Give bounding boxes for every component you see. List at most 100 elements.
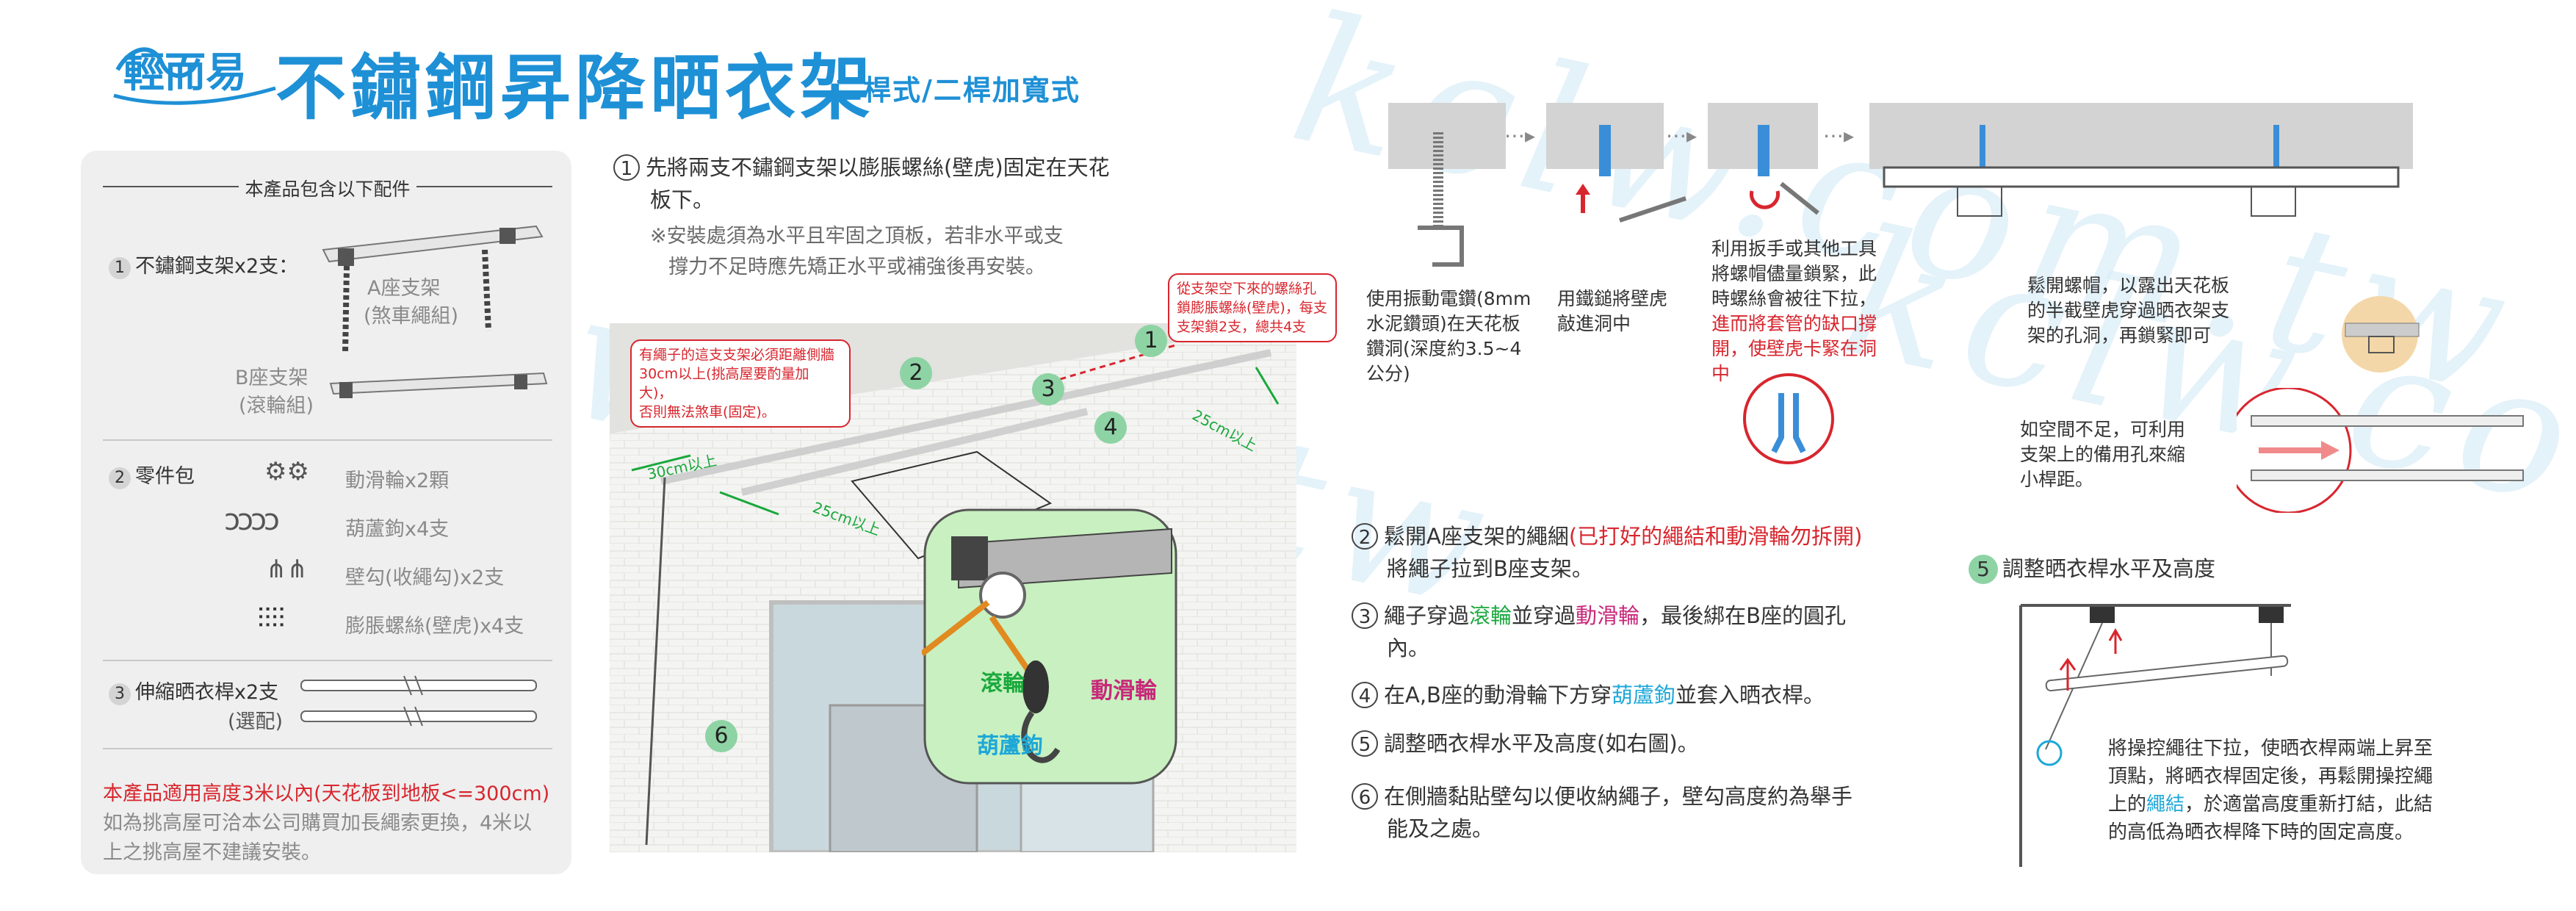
item-label: 伸縮晒衣桿x2支 xyxy=(135,681,279,704)
caption-line: 架的孔洞，再鎖緊即可 xyxy=(2027,325,2212,346)
part-label: 動滑輪x2顆 xyxy=(345,469,450,492)
step-1-note: 撐力不足時應先矯正水平或補強後再安裝。 xyxy=(668,256,1045,278)
part-label: 壁勾(收繩勾)x2支 xyxy=(345,566,505,589)
callout-line: 從支架空下來的螺絲孔 xyxy=(1177,281,1317,297)
bracket-closeup-illustration xyxy=(2342,296,2420,372)
adjust-line: 將操控繩往下拉，使晒衣桿兩端上昇至 xyxy=(2108,738,2434,760)
telescopic-pole-illustration xyxy=(300,675,537,727)
bracket-b-sub: (滾輪組) xyxy=(239,395,314,417)
package-heading: 本產品包含以下配件 xyxy=(103,175,552,201)
callout-line: 支架鎖2支，總共4支 xyxy=(1177,319,1307,335)
sequence-arrow-icon: ⋯▸ xyxy=(1666,123,1698,148)
step-text-highlight: 滾輪 xyxy=(1469,603,1512,628)
caption-line: 如空間不足，可利用 xyxy=(2020,419,2186,440)
callout-line: 否則無法煞車(固定)。 xyxy=(639,404,776,420)
spacing-adjust-illustration xyxy=(2237,388,2524,513)
hammer-step-illustration xyxy=(1546,103,1686,223)
panel-divider xyxy=(103,660,552,661)
caption-line: 使用振動電鑽(8mm xyxy=(1366,288,1531,309)
part-label: 膨脹螺絲(壁虎)x4支 xyxy=(345,615,524,638)
step-text: 調整晒衣桿水平及高度(如右圖)。 xyxy=(1384,731,1699,756)
page-subtitle: 二桿式/二桿加寬式 xyxy=(834,74,1080,107)
adjust-line: 的高低為晒衣桿降下時的固定高度。 xyxy=(2108,821,2414,843)
callout-wall-distance: 有繩子的這支支架必須距離側牆 30cm以上(挑高屋要酌量加大)， 否則無法煞車(… xyxy=(630,339,851,428)
label-hook: 葫蘆鉤 xyxy=(977,733,1043,759)
step-text: 在A,B座的動滑輪下方穿 xyxy=(1384,683,1612,707)
bracket-a-label: A座支架 xyxy=(367,277,441,300)
item-number: 3 xyxy=(109,683,131,705)
bracket-a-sub: (煞車繩組) xyxy=(364,305,459,328)
caption-line: 的半截壁虎穿過晒衣架支 xyxy=(2027,300,2230,321)
mount-caption: 鬆開螺帽，以露出天花板 的半截壁虎穿過晒衣架支 架的孔洞，再鎖緊即可 xyxy=(2027,273,2270,348)
wrench-caption: 利用扳手或其他工具 將螺帽儘量鎖緊，此 時螺絲會被往下拉， 進而將套管的缺口撐 … xyxy=(1711,237,1902,386)
caption-line: 時螺絲會被往下拉， xyxy=(1711,288,1877,309)
photo-step-marker: 3 xyxy=(1032,373,1064,406)
caption-line: 中 xyxy=(1711,363,1731,384)
caption-line: 用鐵鎚將壁虎 xyxy=(1557,288,1668,309)
step-text: 在側牆黏貼壁勾以便收納繩子，壁勾高度約為舉手 xyxy=(1384,784,1853,809)
caption-line: 鬆開螺帽，以露出天花板 xyxy=(2027,275,2230,296)
item-3-sub: (選配) xyxy=(228,710,284,733)
bracket-b-illustration xyxy=(329,372,548,398)
step-6-text-2: 能及之處。 xyxy=(1387,816,1494,841)
adjust-line: 頂點，將晒衣桿固定後，再鬆開操控繩 xyxy=(2108,766,2434,788)
step-number: 5 xyxy=(1352,730,1378,757)
callout-line: 鎖膨脹螺絲(壁虎)，每支 xyxy=(1177,300,1327,316)
step-1-text: 先將兩支不鏽鋼支架以膨脹螺絲(壁虎)固定在天花 xyxy=(646,155,1110,180)
caption-line: 進而將套管的缺口撐 xyxy=(1711,313,1877,334)
caption-line: 敲進洞中 xyxy=(1557,313,1631,334)
hammer-caption: 用鐵鎚將壁虎 敲進洞中 xyxy=(1557,287,1697,336)
step-number: 2 xyxy=(1352,523,1378,550)
step-text: 鬆開A座支架的繩綑 xyxy=(1384,524,1569,549)
photo-step-marker: 1 xyxy=(1135,325,1167,357)
spacing-caption: 如空間不足，可利用 支架上的備用孔來縮 小桿距。 xyxy=(2020,417,2211,492)
adjust-number: 5 xyxy=(1969,555,1998,584)
tall-ceiling-note: 如為挑高屋可洽本公司購買加長繩索更換，4米以 xyxy=(103,812,533,835)
callout-line: 有繩子的這支支架必須距離側牆 xyxy=(639,347,835,363)
photo-step-marker: 2 xyxy=(900,357,932,389)
panel-divider xyxy=(103,748,552,749)
callout-line: 30cm以上(挑高屋要酌量加大)， xyxy=(639,366,809,401)
height-limit-note: 本產品適用高度3米以內(天花板到地板<=300cm) xyxy=(103,782,550,805)
step-number: 6 xyxy=(1352,783,1378,810)
step-number: 3 xyxy=(1352,602,1378,629)
step-text: 繩子穿過 xyxy=(1384,603,1470,628)
part-label: 葫蘆鉤x4支 xyxy=(345,518,450,541)
step-1-note: ※安裝處須為水平且牢固之頂板，若非水平或支 xyxy=(650,225,1064,248)
step-text-highlight: 動滑輪 xyxy=(1576,603,1640,628)
adjust-height-illustration xyxy=(2019,604,2291,867)
caption-line: 公分) xyxy=(1366,363,1410,384)
step-number: 1 xyxy=(613,154,640,181)
item-label: 零件包 xyxy=(135,465,195,488)
logo-text: 輕而易 xyxy=(123,48,247,97)
step-text-highlight: 葫蘆鉤 xyxy=(1611,683,1675,707)
callout-screw-holes: 從支架空下來的螺絲孔 鎖膨脹螺絲(壁虎)，每支 支架鎖2支，總共4支 xyxy=(1168,273,1337,342)
step-text: ，最後綁在B座的圓孔 xyxy=(1639,603,1846,628)
label-roller: 滾輪 xyxy=(981,671,1025,696)
package-panel xyxy=(81,151,571,874)
step-text-highlight: (已打好的繩結和動滑輪勿拆開) xyxy=(1568,524,1863,549)
caption-line: 將螺帽儘量鎖緊，此 xyxy=(1711,263,1877,284)
item-label: 不鏽鋼支架x2支： xyxy=(135,255,299,278)
caption-line: 支架上的備用孔來縮 xyxy=(2020,444,2186,465)
anchor-bolt-icon: ⫶⫶⫶⫶ xyxy=(257,602,286,635)
caption-line: 水泥鑽頭)在天花板 xyxy=(1366,313,1520,334)
tall-ceiling-note: 上之挑高屋不建議安裝。 xyxy=(103,841,321,864)
wall-hook-icon: ⋔⋔ xyxy=(266,555,308,584)
step-text: 並套入晒衣桿。 xyxy=(1675,683,1825,707)
bracket-b-label: B座支架 xyxy=(235,367,309,389)
step-2-text-2: 將繩子拉到B座支架。 xyxy=(1387,556,1593,581)
hook-icon: ↄↄↄↄ xyxy=(224,503,280,537)
caption-line: 鑽洞(深度約3.5~4 xyxy=(1366,338,1522,359)
pulley-icon: ⚙⚙ xyxy=(264,457,309,486)
